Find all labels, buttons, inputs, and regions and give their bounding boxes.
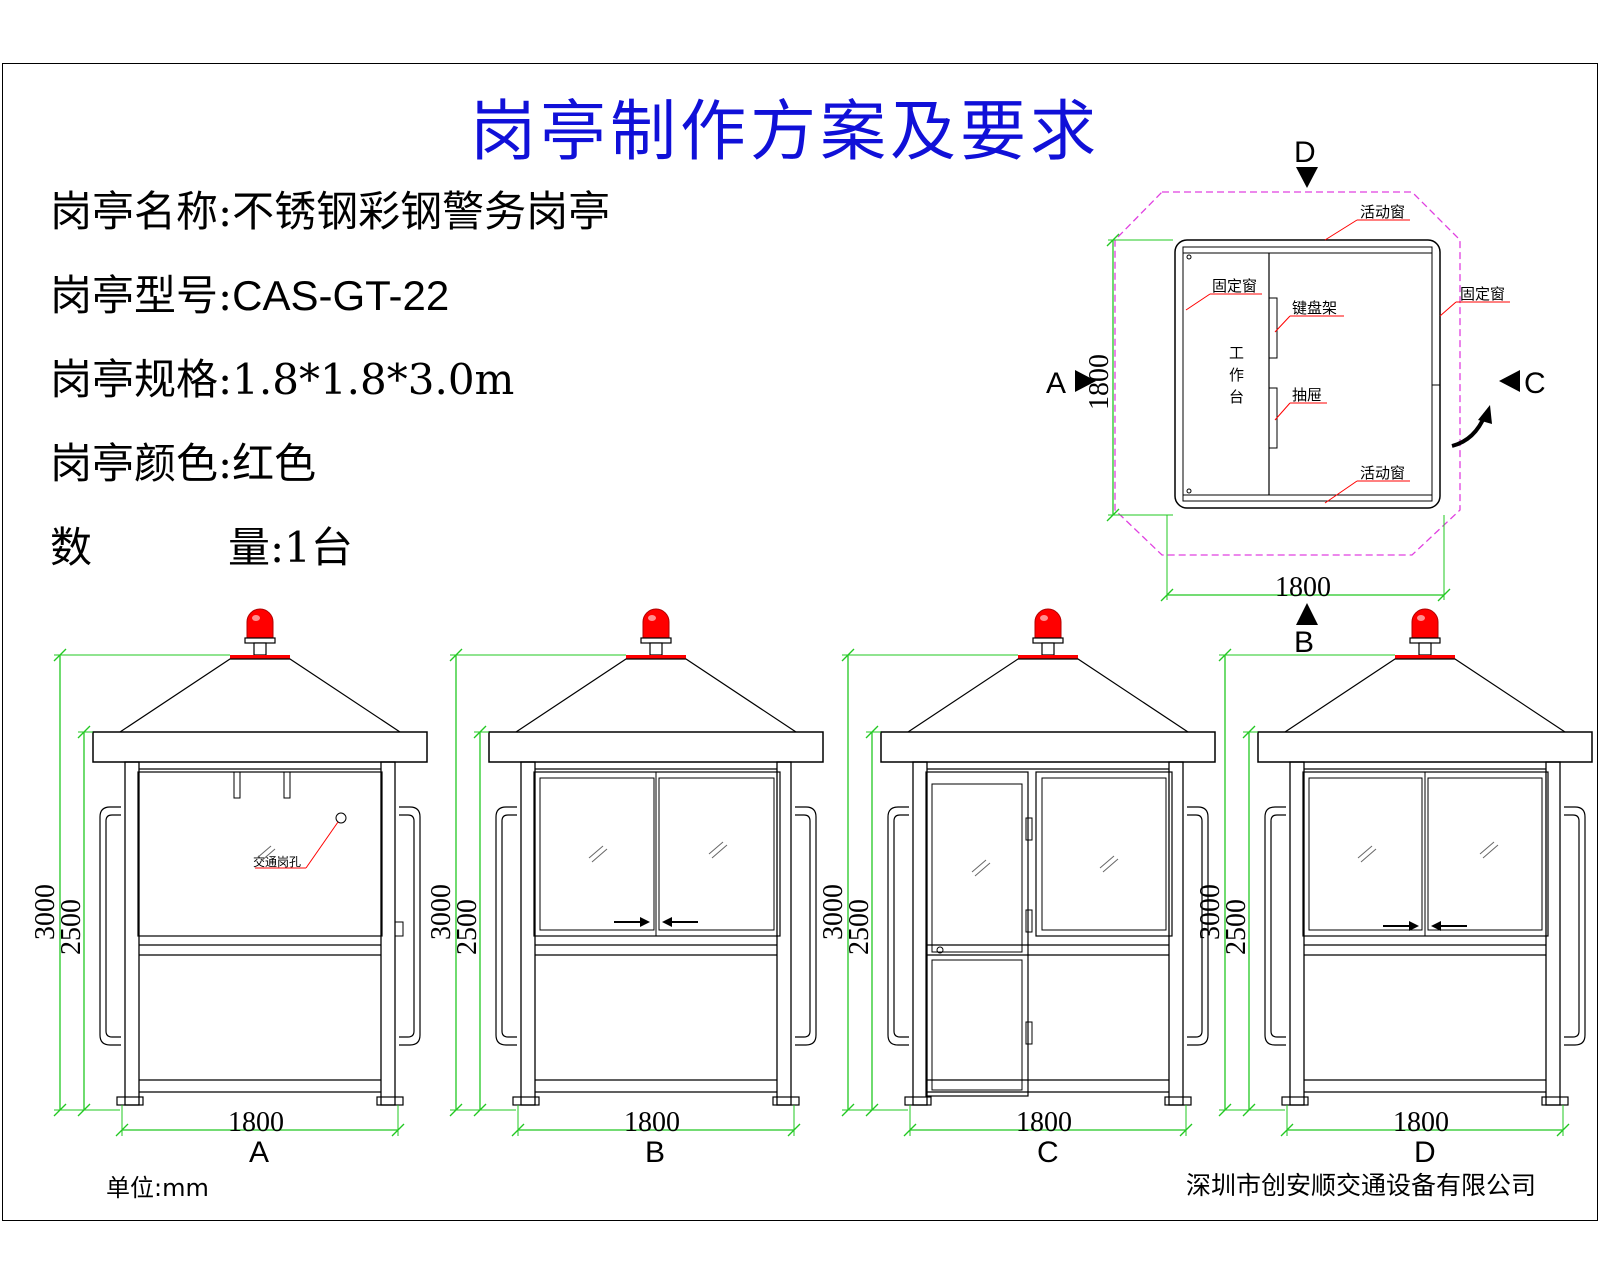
plan-label-keyboard: 键盘架 [1292,299,1337,317]
elevation-b-dim-total-tick-top [449,648,463,662]
elevation-a-dim-total-label: 3000 [30,884,61,940]
plan-view: 活动窗 活动窗 固定窗 固定窗 键盘架 抽屉 工 作 台 1800 1800 D… [1046,136,1546,659]
plan-arrow-a: A [1046,367,1066,400]
elevation-d-dim-total-tick-top [1218,648,1232,662]
spec-model-label: 岗亭型号: [50,271,233,320]
elevation-a-dim-body-label: 2500 [56,899,87,955]
elevation-d-dim-total-label: 3000 [1195,884,1226,940]
plan-arrow-b: B [1294,626,1314,659]
plan-label-desk-2: 作 [1229,367,1244,384]
elevation-c-dim-width-label: 1800 [1016,1107,1072,1138]
footer-company: 深圳市创安顺交通设备有限公司 [1186,1171,1537,1200]
spec-model: 岗亭型号:CAS-GT-22 [50,262,449,323]
elevation-a-dim-total-tick-top [53,648,67,662]
plan-label-sliding-bottom: 活动窗 [1360,464,1405,482]
elevation-c-dim-total-tick-bottom [841,1103,855,1117]
elevation-c-dim-body-tick-bottom [865,1103,879,1117]
plan-label-fixed-left: 固定窗 [1212,277,1257,295]
elevation-a-dim-total-tick-bottom [53,1103,67,1117]
plan-label-sliding-top: 活动窗 [1360,203,1405,221]
elevation-b-dim-width-label: 1800 [624,1107,680,1138]
elevation-c-dim-width-tick-left [903,1123,917,1137]
elevation-b-dim-total-label: 3000 [426,884,457,940]
elevation-c-dim-total-label: 3000 [818,884,849,940]
spec-color: 岗亭颜色:红色 [50,430,316,491]
elevation-b-dim-total-tick-bottom [449,1103,463,1117]
spec-size-label: 岗亭规格: [50,355,233,404]
elevation-d-dim-width-tick-left [1280,1123,1294,1137]
footer-unit: 单位:mm [106,1174,209,1202]
elevation-d-dim-width-tick-right [1556,1123,1570,1137]
plan-dim-width: 1800 [1275,572,1331,603]
elevation-a: 交通岗孔 [92,608,428,1106]
spec-quantity-value: 1台 [284,523,353,572]
elevation-a-view-label: A [249,1136,269,1169]
elevation-d-dim-total-tick-bottom [1218,1103,1232,1117]
plan-arrow-c: C [1524,367,1546,400]
elevation-b-dim-width-tick-left [511,1123,525,1137]
elevation-c [880,608,1216,1106]
elevation-d-view-label: D [1414,1136,1436,1169]
spec-name-value: 不锈钢彩钢警务岗亭 [232,187,611,236]
elevation-d [1257,608,1593,1106]
spec-quantity-label-b: 量: [228,523,285,572]
spec-quantity-label-a: 数 [50,523,93,572]
spec-name: 岗亭名称:不锈钢彩钢警务岗亭 [50,178,610,239]
elevation-d-dim-body-tick-bottom [1242,1103,1256,1117]
elevation-d-dim-body-label: 2500 [1221,899,1252,955]
drawing-frame [2,63,1598,1221]
plan-label-desk-3: 台 [1229,389,1244,406]
drawing-title: 岗亭制作方案及要求 [470,93,1100,170]
spec-size-value: 1.8*1.8*3.0m [232,355,515,404]
plan-label-drawer: 抽屉 [1292,387,1322,404]
elevation-a-dim-width-label: 1800 [228,1107,284,1138]
elevation-b-dim-body-tick-top [473,725,487,739]
elevation-d-dim-body-tick-top [1242,725,1256,739]
elevation-a-dim-body-tick-top [77,725,91,739]
spec-name-label: 岗亭名称: [50,187,233,236]
spec-color-label: 岗亭颜色: [50,439,233,488]
elevation-b-dim-body-tick-bottom [473,1103,487,1117]
plan-label-fixed-right: 固定窗 [1460,285,1505,303]
elevation-a-dim-body-tick-bottom [77,1103,91,1117]
spec-size: 岗亭规格:1.8*1.8*3.0m [50,346,514,407]
elevation-b-dim-body-label: 2500 [452,899,483,955]
plan-arrow-d: D [1294,136,1316,169]
elevation-c-dim-body-label: 2500 [844,899,875,955]
elevation-dimensions: 300025001800A300025001800B300025001800C3… [30,648,1570,1169]
elevation-b-dim-width-tick-right [787,1123,801,1137]
spec-quantity: 数 量:1台 [50,514,353,575]
elevation-b [488,608,824,1106]
elevation-c-dim-total-tick-top [841,648,855,662]
elevation-c-dim-body-tick-top [865,725,879,739]
elevation-a-dim-width-tick-right [391,1123,405,1137]
elevation-c-view-label: C [1037,1136,1059,1169]
spec-color-value: 红色 [232,439,317,488]
spec-model-value: CAS-GT-22 [232,272,450,319]
elevation-c-dim-width-tick-right [1179,1123,1193,1137]
elevation-d-dim-width-label: 1800 [1393,1107,1449,1138]
plan-label-desk-1: 工 [1229,346,1244,362]
elevation-a-dim-width-tick-left [115,1123,129,1137]
elevation-b-view-label: B [645,1136,665,1169]
